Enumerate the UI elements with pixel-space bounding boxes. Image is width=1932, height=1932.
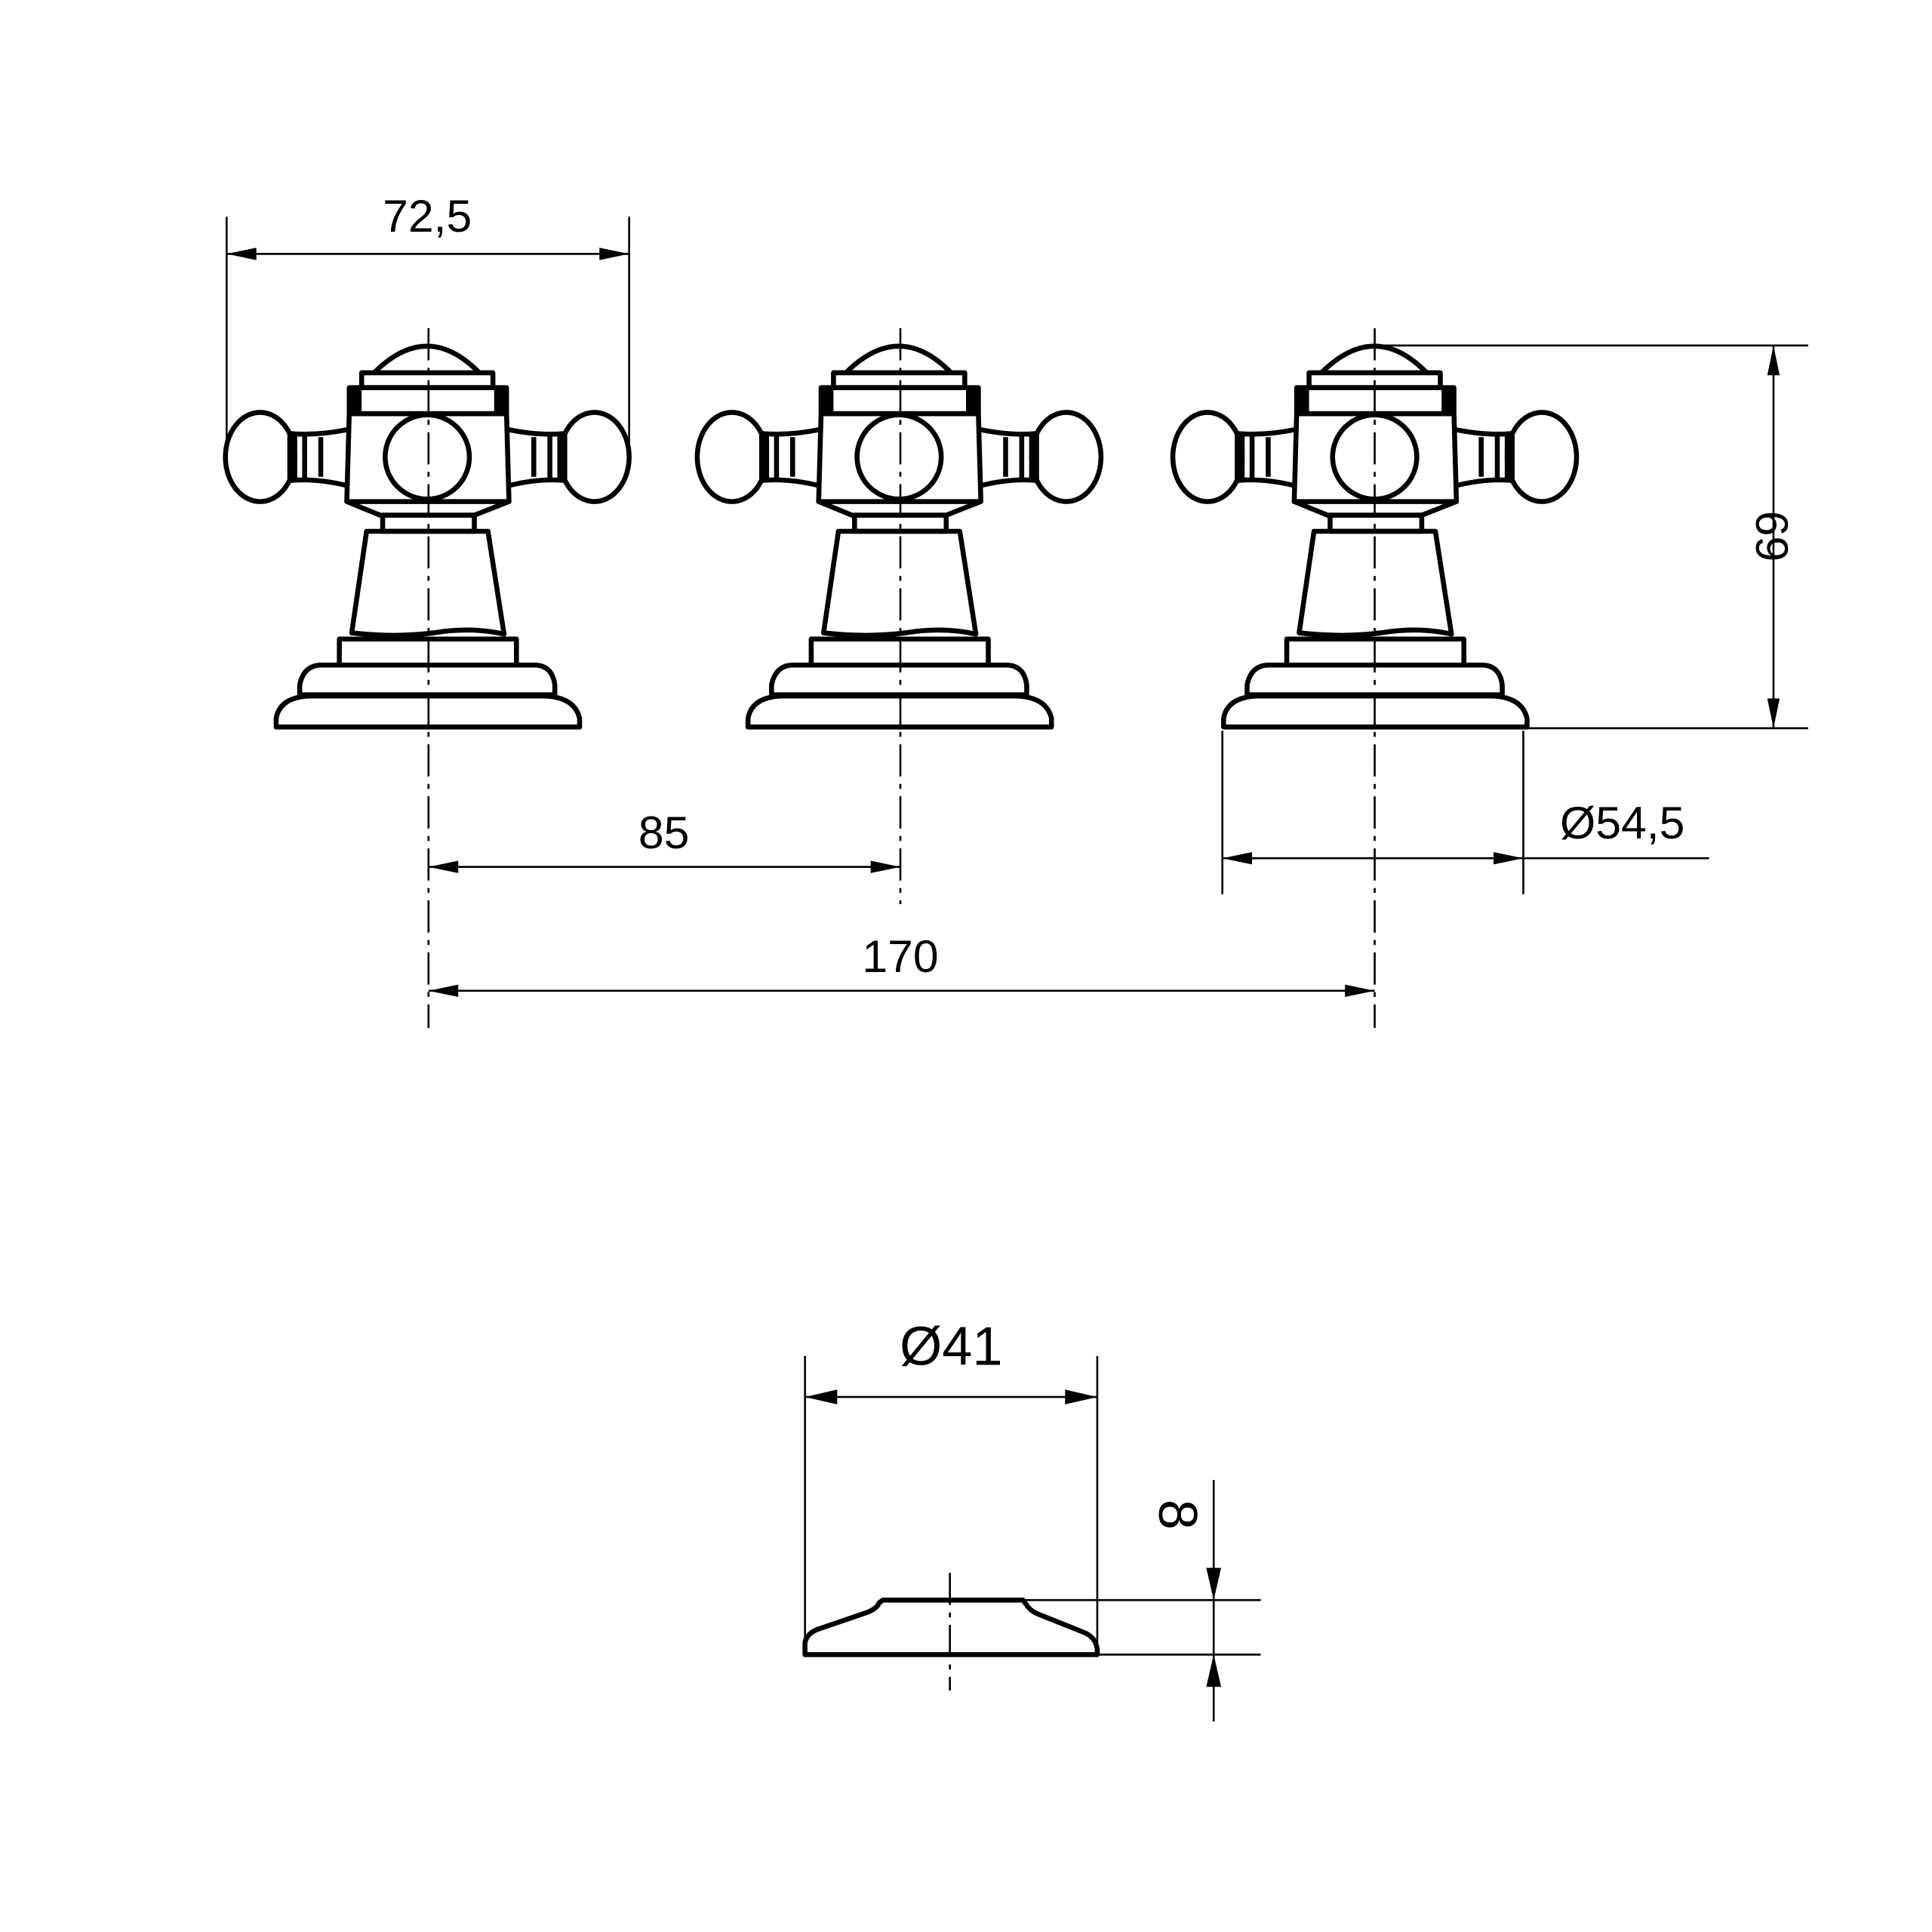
rosette [802,1573,1100,1690]
dimension-label: Ø41 [900,1316,1002,1377]
dimension-label: 69 [1746,511,1798,562]
dimension-base-diameter: Ø54,5 [1221,731,1709,894]
tap-center [697,346,1101,728]
dimension-spacing-85: 85 [428,807,901,873]
dimension-label: 85 [638,807,690,858]
dimension-handle-width: 72,5 [225,190,630,459]
dimension-label: 170 [862,931,938,982]
tap-left [226,346,629,728]
dimension-label: Ø54,5 [1560,797,1684,848]
dimension-rosette-diameter: Ø41 [804,1316,1099,1655]
dimension-label: 8 [1147,1500,1208,1530]
dimension-rosette-height: 8 [1023,1480,1261,1722]
dimension-spacing-170: 170 [428,931,1375,998]
center-lines [427,328,1376,1029]
dimension-label: 72,5 [383,190,472,242]
dimension-height: 69 [1380,344,1808,730]
